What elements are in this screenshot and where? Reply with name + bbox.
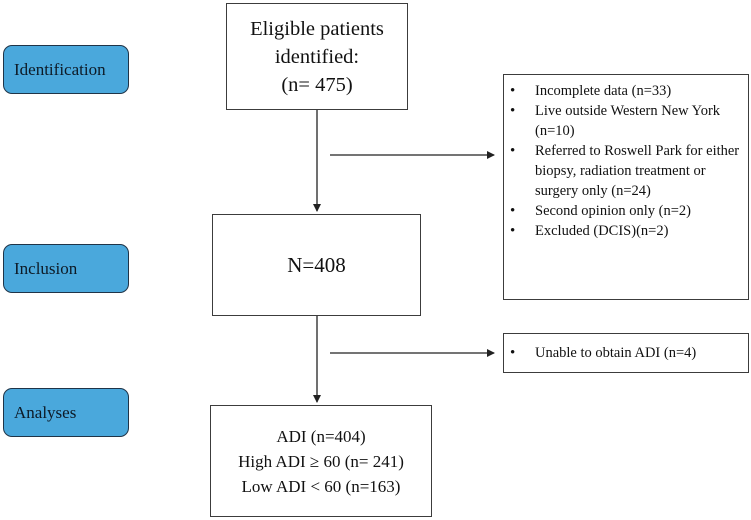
included-count: N=408: [287, 252, 346, 277]
analyzed-line-3: Low ADI < 60 (n=163): [241, 476, 401, 496]
exclusion-item: Referred to Roswell Park for either biop…: [504, 141, 748, 201]
stage-analyses-label: Analyses: [14, 402, 77, 422]
included-box: N=408: [212, 214, 421, 316]
analyzed-line-1: ADI (n=404): [276, 426, 366, 446]
stage-identification: Identification: [3, 45, 129, 94]
eligible-patients-box: Eligible patients identified: (n= 475): [226, 3, 408, 110]
exclusion-item: Incomplete data (n=33): [504, 81, 748, 101]
stage-analyses: Analyses: [3, 388, 129, 437]
second-exclusions-list: Unable to obtain ADI (n=4): [504, 343, 748, 363]
stage-identification-label: Identification: [14, 59, 106, 79]
exclusion-item: Live outside Western New York (n=10): [504, 101, 748, 141]
stage-inclusion-label: Inclusion: [14, 258, 78, 278]
first-exclusions-list: Incomplete data (n=33) Live outside West…: [504, 81, 748, 241]
analyzed-box: ADI (n=404) High ADI ≥ 60 (n= 241) Low A…: [210, 405, 432, 517]
first-exclusions-box: Incomplete data (n=33) Live outside West…: [503, 74, 749, 300]
eligible-line-3: (n= 475): [281, 73, 353, 96]
exclusion-item: Second opinion only (n=2): [504, 201, 748, 221]
exclusion-item: Unable to obtain ADI (n=4): [504, 343, 748, 363]
analyzed-line-2: High ADI ≥ 60 (n= 241): [238, 451, 404, 471]
exclusion-item: Excluded (DCIS)(n=2): [504, 221, 748, 241]
eligible-line-1: Eligible patients: [250, 17, 384, 40]
eligible-line-2: identified:: [274, 45, 360, 68]
stage-inclusion: Inclusion: [3, 244, 129, 293]
second-exclusions-box: Unable to obtain ADI (n=4): [503, 333, 749, 373]
